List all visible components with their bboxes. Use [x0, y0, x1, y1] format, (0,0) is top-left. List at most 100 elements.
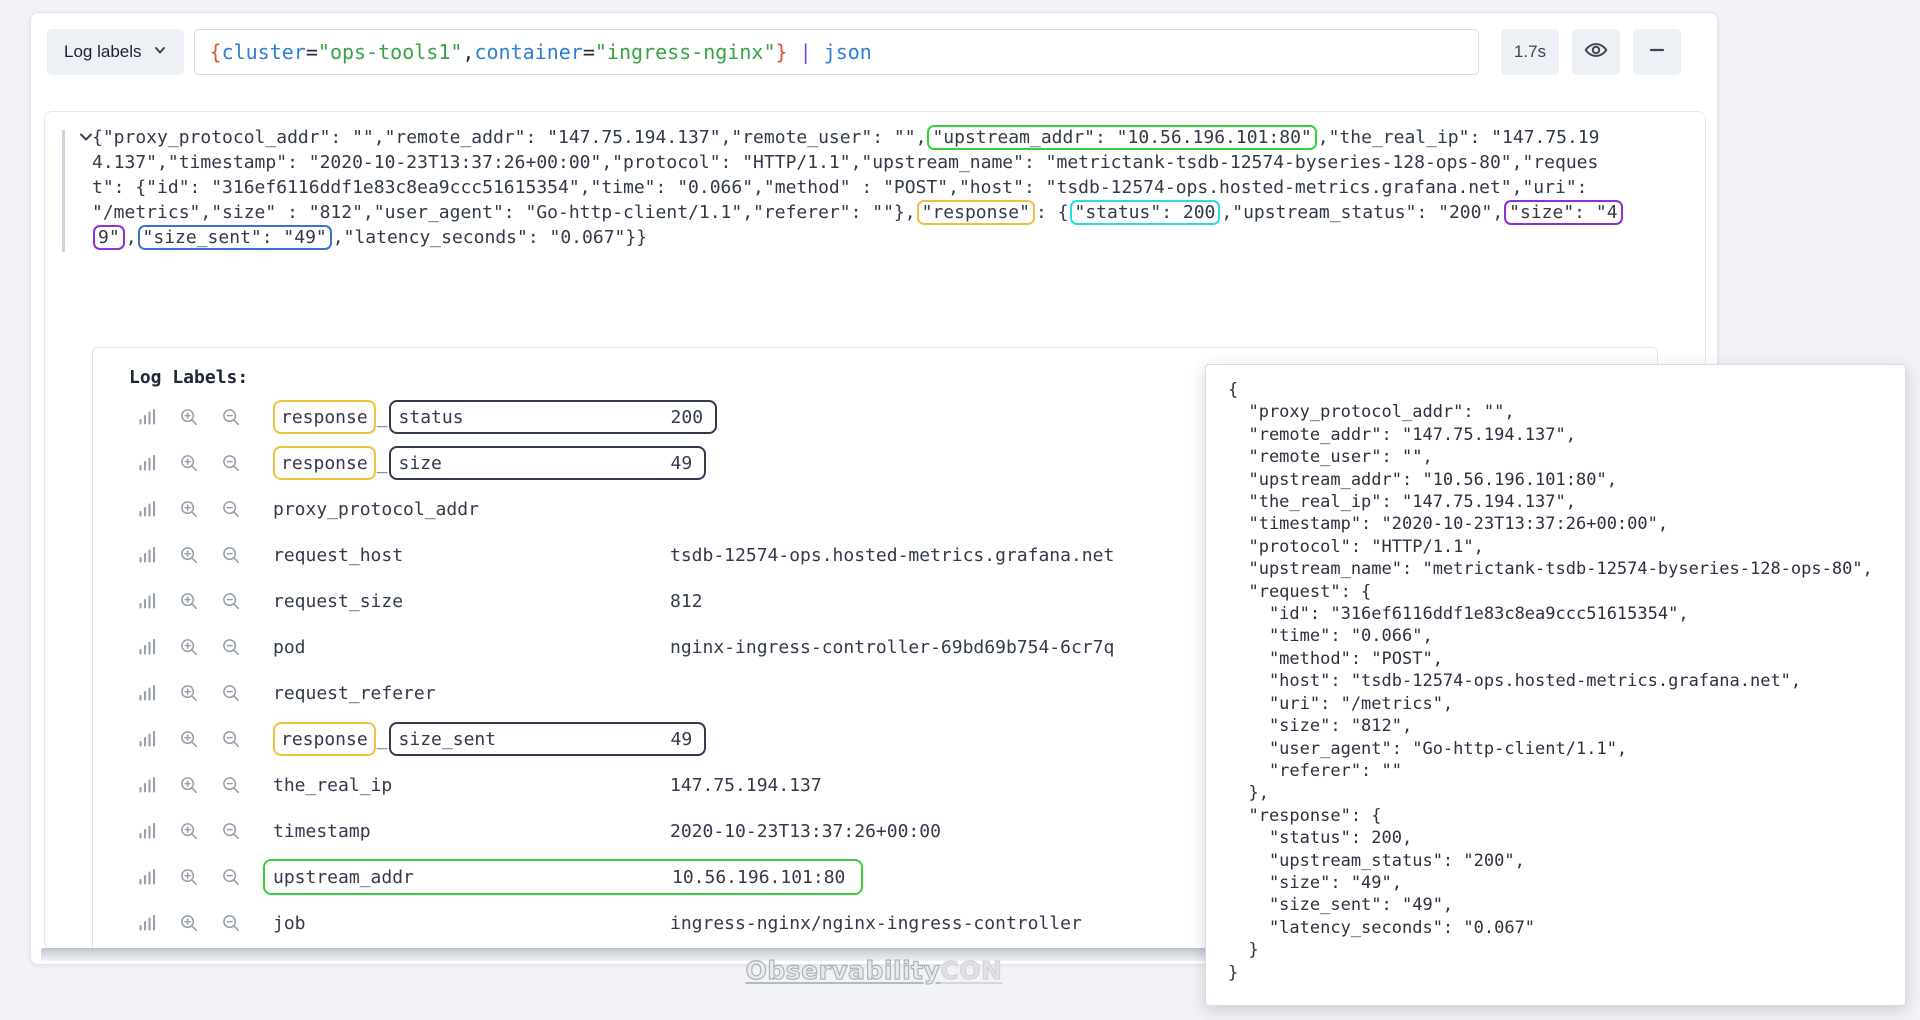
log-text-segment: 4.137","timestamp": "2020-10-23T13:37:26… — [92, 152, 1599, 173]
filter-for-icon[interactable] — [179, 912, 199, 934]
filter-out-icon[interactable] — [221, 912, 241, 934]
label-name: size_sent — [398, 728, 497, 750]
log-expand-chevron[interactable] — [77, 128, 95, 151]
log-line[interactable]: 4.137","timestamp": "2020-10-23T13:37:26… — [92, 150, 1624, 175]
label-area: proxy_protocol_addr — [273, 499, 1657, 520]
label-prefix-highlight-yellow: response — [273, 400, 376, 434]
query-token: | — [799, 40, 812, 64]
label-value: tsdb-12574-ops.hosted-metrics.grafana.ne… — [670, 544, 1115, 566]
histogram-icon[interactable] — [137, 774, 157, 796]
filter-for-icon[interactable] — [179, 452, 199, 474]
log-text-segment: t": {"id": "316ef6116ddf1e83c8ea9ccc5161… — [92, 177, 1588, 198]
query-input[interactable]: {cluster="ops-tools1",container="ingress… — [193, 29, 1479, 75]
histogram-icon[interactable] — [137, 912, 157, 934]
histogram-icon[interactable] — [137, 682, 157, 704]
log-field-highlight-green: "upstream_addr": "10.56.196.101:80" — [927, 125, 1317, 150]
histogram-icon[interactable] — [137, 866, 157, 888]
label-name: size — [398, 452, 442, 474]
filter-for-icon[interactable] — [179, 636, 199, 658]
query-text: {cluster="ops-tools1",container="ingress… — [210, 40, 872, 64]
log-line[interactable]: t": {"id": "316ef6116ddf1e83c8ea9ccc5161… — [92, 175, 1624, 200]
query-token: = — [582, 40, 595, 64]
filter-for-icon[interactable] — [179, 682, 199, 704]
label-prefix: response — [281, 452, 368, 474]
label-row: upstream_addr 10.56.196.101:80 — [93, 854, 1657, 900]
query-token: json — [823, 40, 872, 64]
histogram-icon[interactable] — [137, 728, 157, 750]
log-line[interactable]: "/metrics","size" : "812","user_agent": … — [92, 200, 1624, 225]
label-value: 49 — [670, 452, 693, 474]
histogram-icon[interactable] — [137, 498, 157, 520]
label-value: 49 — [670, 728, 693, 750]
log-field-highlight-purple: 9" — [93, 225, 125, 250]
label-name: the_real_ip — [273, 774, 393, 796]
filter-out-icon[interactable] — [221, 590, 241, 612]
histogram-icon[interactable] — [137, 452, 157, 474]
filter-out-icon[interactable] — [221, 544, 241, 566]
label-name: timestamp — [273, 820, 371, 842]
label-name: request_referer — [273, 682, 436, 704]
filter-out-icon[interactable] — [221, 866, 241, 888]
filter-out-icon[interactable] — [221, 820, 241, 842]
query-token: { — [209, 40, 222, 64]
filter-for-icon[interactable] — [179, 866, 199, 888]
label-area: upstream_addr 10.56.196.101:80 — [263, 859, 1657, 895]
query-token: "ingress-nginx" — [594, 40, 776, 64]
label-name: upstream_addr — [273, 866, 414, 888]
filter-out-icon[interactable] — [221, 682, 241, 704]
log-field-highlight-yellow: "response" — [916, 200, 1035, 225]
query-token: container — [474, 40, 583, 64]
label-prefix-highlight-yellow: response — [273, 446, 376, 480]
label-value: 10.56.196.101:80 — [672, 866, 846, 888]
histogram-icon[interactable] — [137, 544, 157, 566]
log-text-segment: , — [125, 227, 137, 248]
filter-for-icon[interactable] — [179, 774, 199, 796]
live-tail-button[interactable] — [1572, 29, 1620, 75]
histogram-icon[interactable] — [137, 820, 157, 842]
filter-out-icon[interactable] — [221, 636, 241, 658]
histogram-icon[interactable] — [137, 590, 157, 612]
remove-query-button[interactable] — [1633, 29, 1681, 75]
log-text-segment: {"proxy_protocol_addr": "","remote_addr"… — [92, 127, 927, 148]
filter-for-icon[interactable] — [179, 544, 199, 566]
filter-out-icon[interactable] — [221, 728, 241, 750]
log-line[interactable]: 9","size_sent": "49","latency_seconds": … — [92, 225, 1624, 250]
filter-out-icon[interactable] — [221, 498, 241, 520]
label-row: request_referer — [93, 670, 1657, 716]
filter-out-icon[interactable] — [221, 406, 241, 428]
query-bar: Log labels {cluster="ops-tools1",contain… — [47, 29, 1681, 75]
filter-for-icon[interactable] — [179, 590, 199, 612]
label-highlight-purple: size 49 — [388, 446, 707, 480]
histogram-icon[interactable] — [137, 636, 157, 658]
filter-out-icon[interactable] — [221, 774, 241, 796]
filter-for-icon[interactable] — [179, 498, 199, 520]
filter-for-icon[interactable] — [179, 728, 199, 750]
eye-icon — [1583, 37, 1609, 68]
query-token: cluster — [221, 40, 306, 64]
filter-out-icon[interactable] — [221, 452, 241, 474]
log-field-highlight-blue: "size_sent": "49" — [137, 225, 332, 250]
filter-for-icon[interactable] — [179, 820, 199, 842]
parsed-json-panel: { "proxy_protocol_addr": "", "remote_add… — [1205, 364, 1906, 1006]
label-underscore: _ — [376, 406, 388, 428]
label-row-highlight-green: upstream_addr 10.56.196.101:80 — [263, 859, 864, 895]
log-line[interactable]: {"proxy_protocol_addr": "","remote_addr"… — [92, 125, 1624, 150]
label-row: proxy_protocol_addr — [93, 486, 1657, 532]
histogram-icon[interactable] — [137, 406, 157, 428]
log-labels-dropdown[interactable]: Log labels — [47, 29, 184, 75]
label-prefix: response — [281, 406, 368, 428]
chevron-down-icon — [153, 42, 167, 62]
filter-for-icon[interactable] — [179, 406, 199, 428]
